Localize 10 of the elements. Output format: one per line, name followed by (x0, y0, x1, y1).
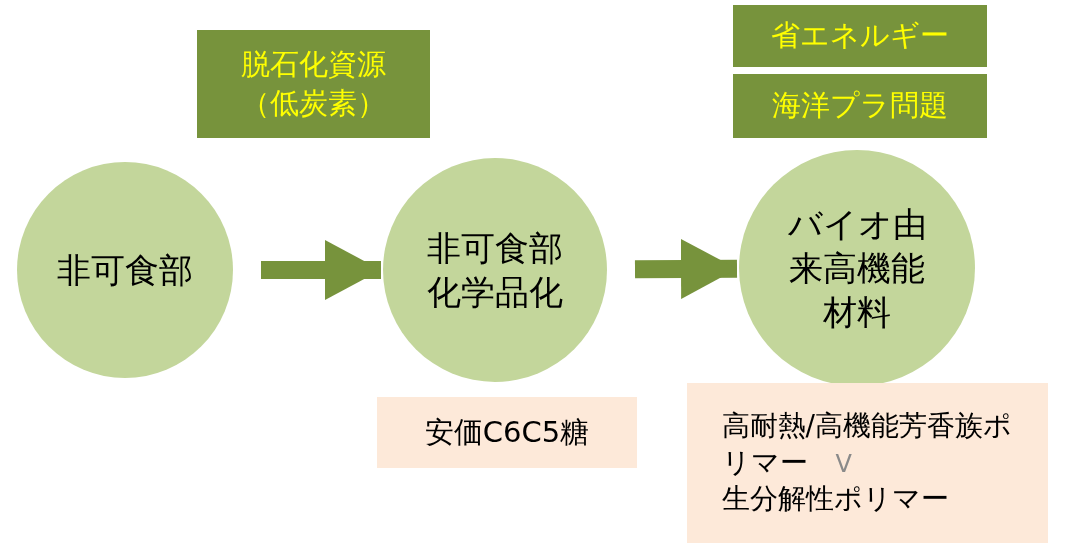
product-box: 高耐熱/高機能芳香族ポリマー V 生分解性ポリマー (687, 383, 1048, 543)
goal-box: 省エネルギー (733, 5, 987, 67)
process-circle: 非可食部化学品化 (383, 158, 607, 382)
goal-box: 海洋プラ問題 (733, 74, 987, 138)
goal-box: 脱石化資源（低炭素） (197, 30, 430, 138)
arrow (634, 238, 738, 299)
process-circle: バイオ由来高機能材料 (739, 150, 975, 386)
process-circle: 非可食部 (17, 162, 233, 378)
arrow (261, 240, 381, 300)
product-box: 安価C6C5糖 (377, 397, 637, 468)
